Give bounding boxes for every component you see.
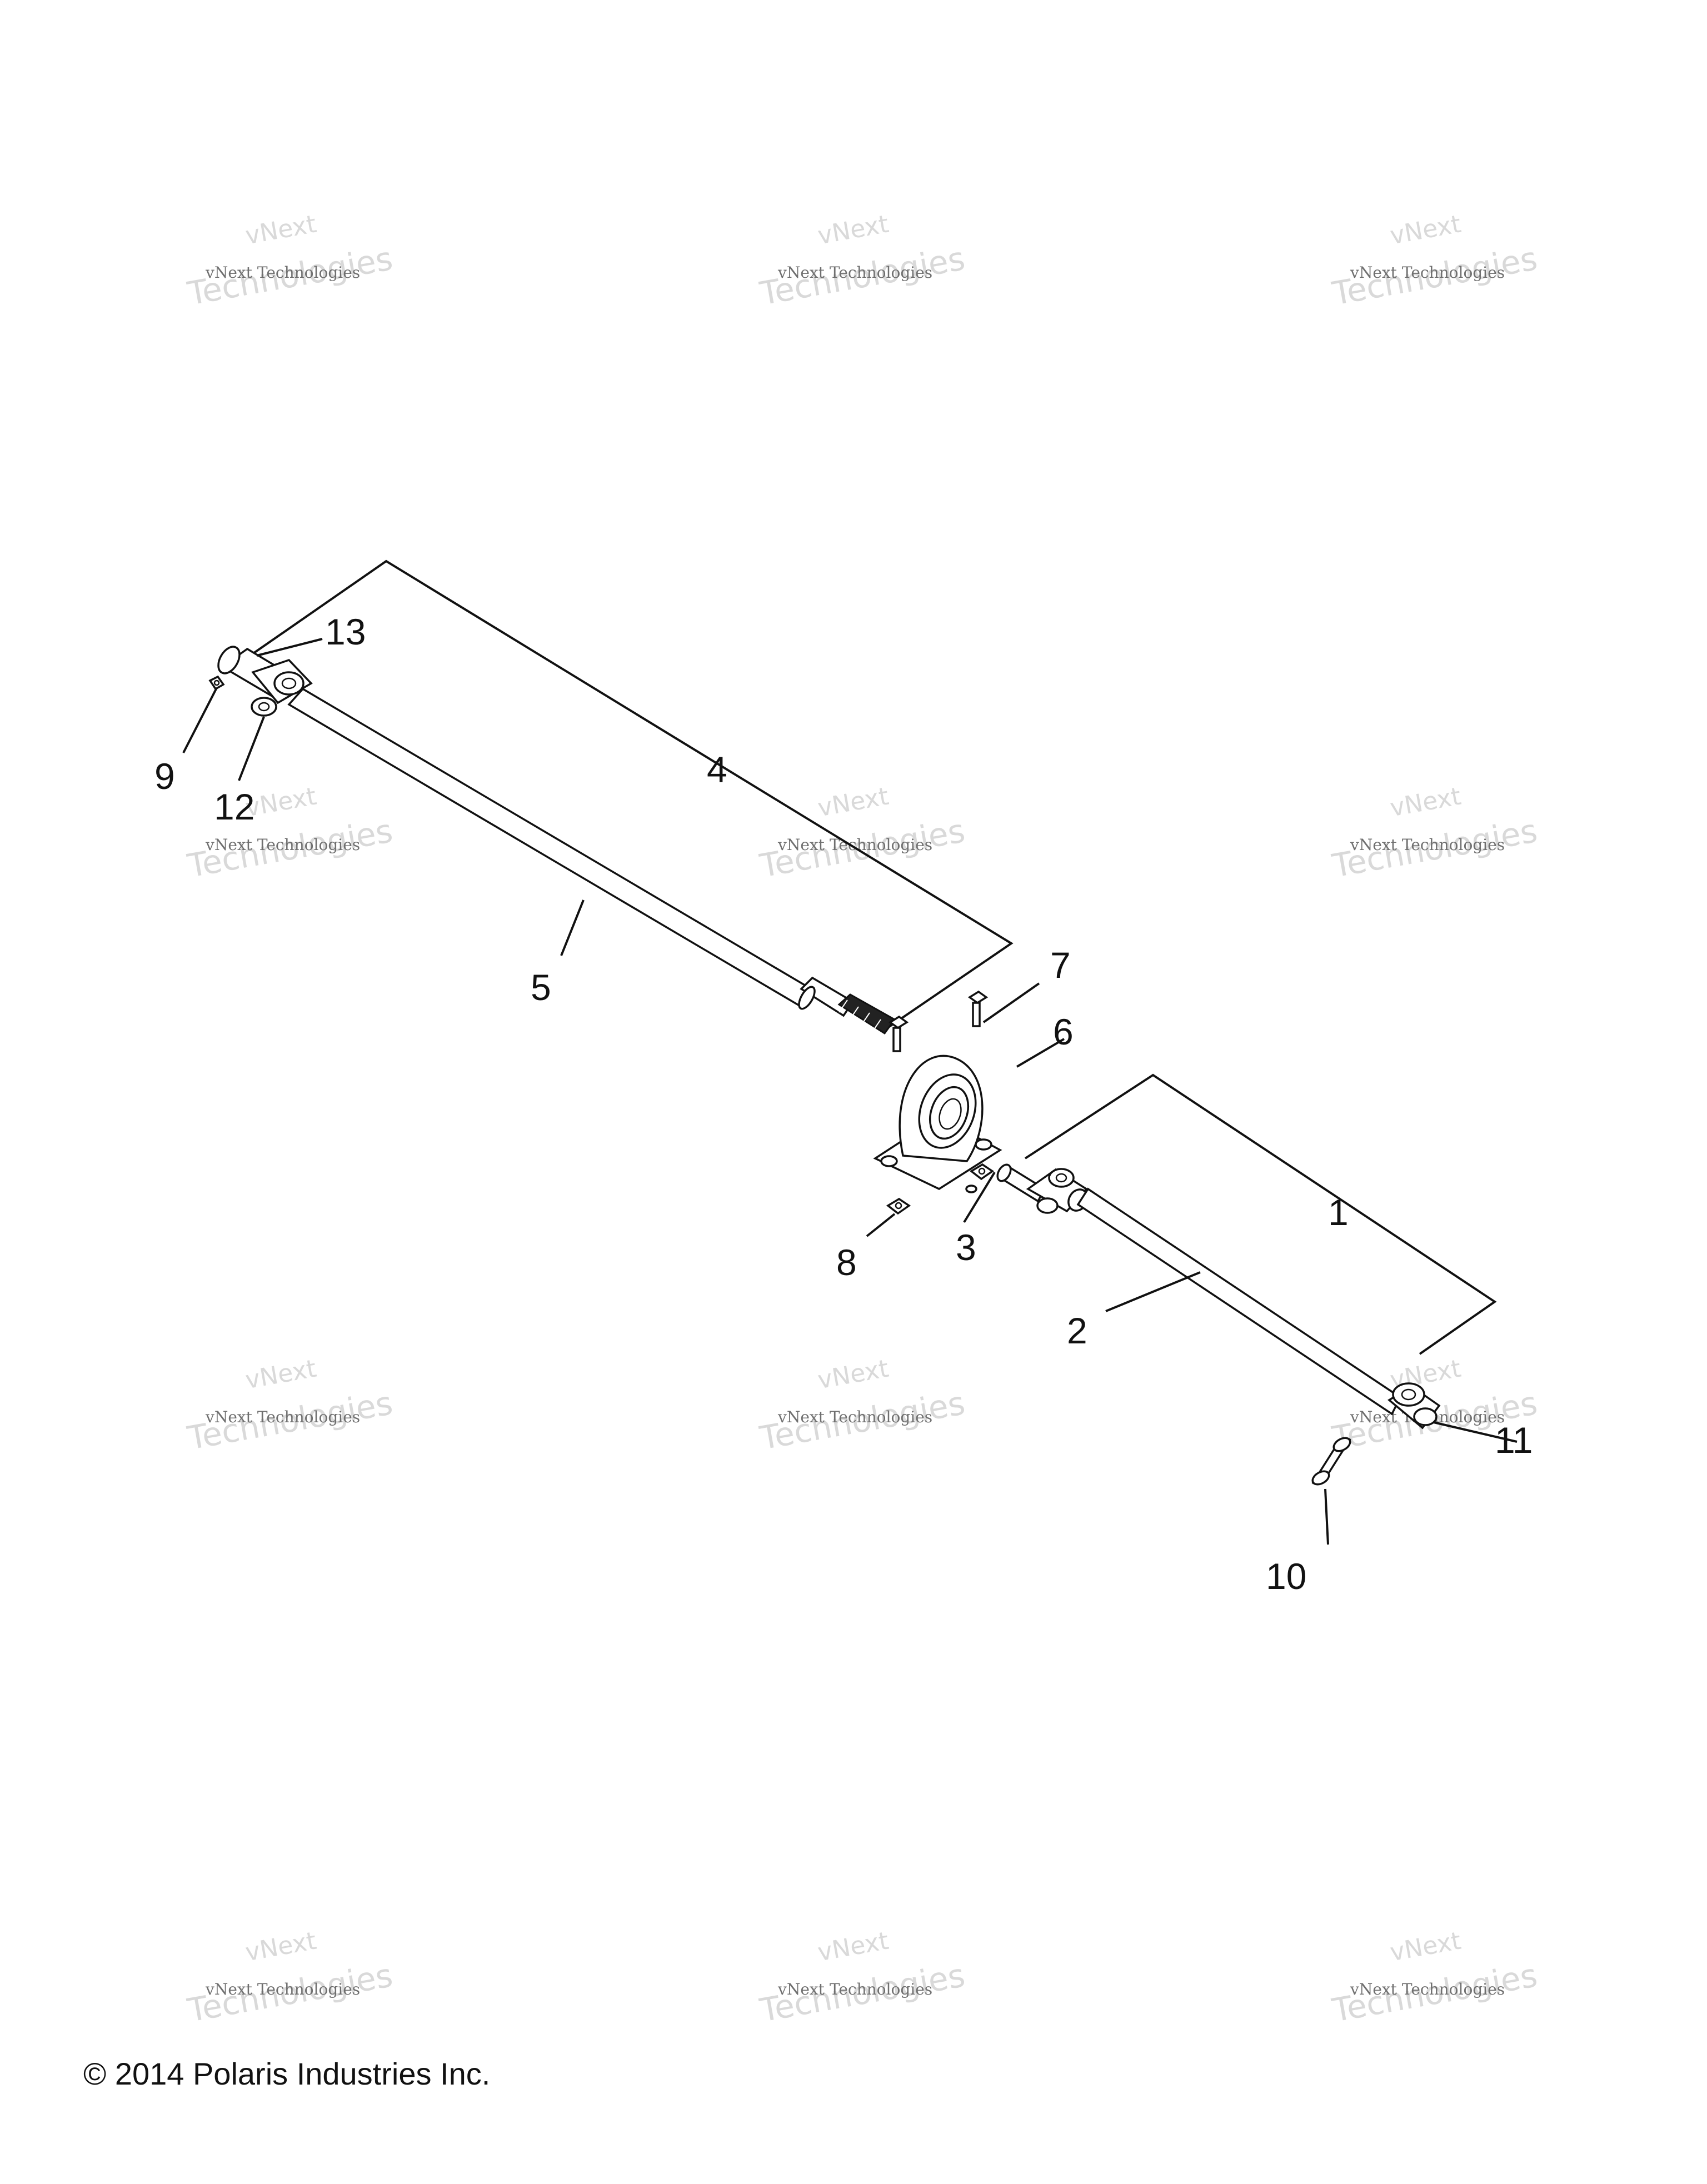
svg-text:vNext Technologies: vNext Technologies xyxy=(1350,1980,1505,1998)
svg-text:vNext: vNext xyxy=(243,210,318,251)
watermark-grid: vNext Technologies vNext Technologies vN… xyxy=(184,210,1540,2030)
callout-8: 8 xyxy=(836,1242,857,1283)
center-u-joint xyxy=(1026,1168,1089,1214)
callout-5: 5 xyxy=(531,967,551,1008)
svg-text:vNext: vNext xyxy=(243,1355,318,1395)
svg-text:vNext: vNext xyxy=(1388,210,1463,251)
svg-text:vNext: vNext xyxy=(243,1927,318,1967)
carrier-bearing xyxy=(873,1054,1002,1190)
svg-text:vNext Technologies: vNext Technologies xyxy=(1350,263,1505,282)
rear-u-joint xyxy=(217,646,313,717)
svg-text:vNext: vNext xyxy=(816,1927,891,1967)
assembly-bracket-4 xyxy=(249,559,1014,1032)
watermark: vNext Technologies vNext Technologies xyxy=(1329,782,1540,885)
callout-2: 2 xyxy=(1067,1310,1087,1351)
svg-text:vNext Technologies: vNext Technologies xyxy=(205,1980,360,1998)
coupler-sleeve-part-10 xyxy=(1311,1437,1351,1486)
svg-text:vNext Technologies: vNext Technologies xyxy=(205,263,360,282)
callout-3: 3 xyxy=(956,1227,976,1268)
watermark: vNext Technologies vNext Technologies xyxy=(757,782,968,885)
svg-text:vNext Technologies: vNext Technologies xyxy=(777,1408,932,1426)
callout-10: 10 xyxy=(1266,1556,1306,1597)
callout-1: 1 xyxy=(1328,1192,1349,1233)
callout-4: 4 xyxy=(707,749,727,790)
svg-text:vNext: vNext xyxy=(816,782,891,823)
front-prop-shaft xyxy=(996,1163,1441,1430)
nut-part-8 xyxy=(886,1197,911,1215)
callout-6: 6 xyxy=(1053,1011,1074,1052)
svg-text:vNext Technologies: vNext Technologies xyxy=(1350,836,1505,854)
svg-text:vNext: vNext xyxy=(816,1355,891,1395)
svg-text:vNext Technologies: vNext Technologies xyxy=(777,836,932,854)
grease-fitting-part-9 xyxy=(208,675,225,691)
watermark: vNext Technologies vNext Technologies xyxy=(184,210,396,313)
svg-text:vNext: vNext xyxy=(816,210,891,251)
bolt-part-7 xyxy=(967,990,989,1027)
watermark: vNext Technologies vNext Technologies xyxy=(1329,1927,1540,2030)
callout-13: 13 xyxy=(325,611,366,652)
copyright-notice: © 2014 Polaris Industries Inc. xyxy=(83,2056,491,2091)
watermark: vNext Technologies vNext Technologies xyxy=(757,210,968,313)
watermark: vNext Technologies vNext Technologies xyxy=(184,1927,396,2030)
callout-7: 7 xyxy=(1050,944,1071,986)
svg-text:vNext Technologies: vNext Technologies xyxy=(205,836,360,854)
leader-lines xyxy=(182,638,1518,1545)
svg-text:vNext Technologies: vNext Technologies xyxy=(777,1980,932,1998)
front-end-yoke xyxy=(1387,1382,1441,1430)
bolt-part-7 xyxy=(888,1015,909,1052)
watermark: vNext Technologies vNext Technologies xyxy=(1329,210,1540,313)
nut-part-8 xyxy=(969,1163,995,1181)
watermark: vNext Technologies vNext Technologies xyxy=(757,1927,968,2030)
watermark: vNext Technologies vNext Technologies xyxy=(184,782,396,885)
callout-9: 9 xyxy=(154,756,175,797)
callout-labels: 1 2 3 4 5 6 7 8 9 10 11 12 13 xyxy=(154,611,1533,1597)
svg-text:vNext Technologies: vNext Technologies xyxy=(205,1408,360,1426)
svg-text:vNext Technologies: vNext Technologies xyxy=(777,263,932,282)
washer xyxy=(965,1185,977,1193)
rear-prop-shaft xyxy=(287,687,896,1035)
svg-text:vNext: vNext xyxy=(1388,1927,1463,1967)
callout-12: 12 xyxy=(214,786,254,827)
spline-end xyxy=(837,993,896,1035)
svg-text:vNext: vNext xyxy=(1388,782,1463,823)
watermark: vNext Technologies vNext Technologies xyxy=(757,1355,968,1457)
callout-11: 11 xyxy=(1495,1420,1533,1461)
assembly-bracket-1 xyxy=(1024,1073,1497,1355)
watermark: vNext Technologies vNext Technologies xyxy=(184,1355,396,1457)
